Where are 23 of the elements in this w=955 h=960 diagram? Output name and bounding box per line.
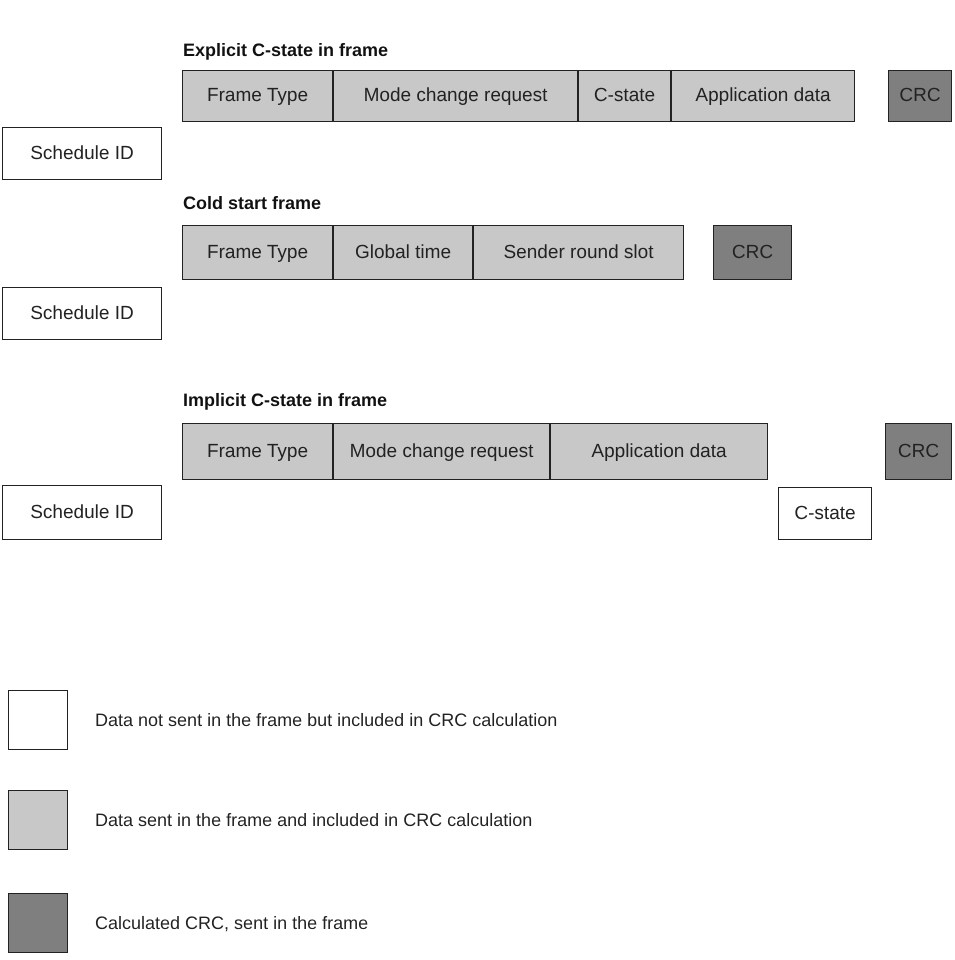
- frame-field: Sender round slot: [473, 225, 684, 280]
- frame-field: Frame Type: [182, 423, 333, 480]
- frame-field: Frame Type: [182, 70, 333, 122]
- frame-field: Global time: [333, 225, 473, 280]
- crc-field: CRC: [888, 70, 952, 122]
- c-state-box: C-state: [778, 487, 872, 540]
- crc-field: CRC: [885, 423, 952, 480]
- frame-field: Frame Type: [182, 225, 333, 280]
- schedule-id-box: Schedule ID: [2, 485, 162, 540]
- crc-field: CRC: [713, 225, 792, 280]
- legend-text: Data not sent in the frame but included in CRC calculation: [95, 710, 558, 731]
- schedule-id-box: Schedule ID: [2, 127, 162, 180]
- frame-field: Mode change request: [333, 70, 578, 122]
- schedule-id-box: Schedule ID: [2, 287, 162, 340]
- frame-heading: Cold start frame: [183, 193, 322, 214]
- frame-heading: Implicit C-state in frame: [183, 390, 388, 411]
- frame-field: Application data: [671, 70, 855, 122]
- frame-field: Mode change request: [333, 423, 550, 480]
- frame-field: C-state: [578, 70, 671, 122]
- legend-text: Data sent in the frame and included in CRC calculation: [95, 810, 532, 831]
- legend-text: Calculated CRC, sent in the frame: [95, 913, 368, 934]
- frame-field: Application data: [550, 423, 768, 480]
- frame-heading: Explicit C-state in frame: [183, 40, 388, 61]
